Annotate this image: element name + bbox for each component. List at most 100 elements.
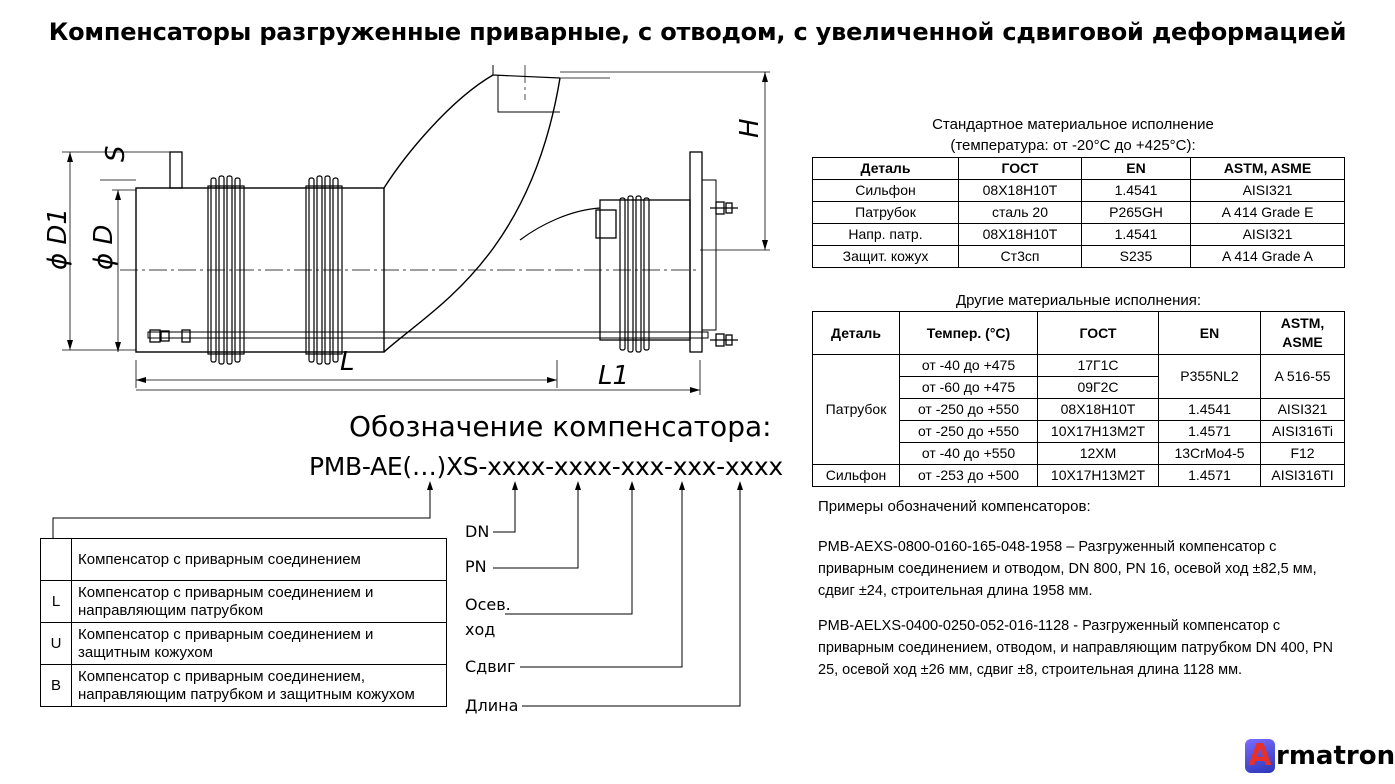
param-dn-label: DN xyxy=(465,522,490,541)
table-cell: 10Х17Н13М2Т xyxy=(1037,464,1159,487)
table-cell: AISI316Ti xyxy=(1260,420,1345,443)
table-cell: от -250 до +550 xyxy=(899,398,1038,421)
other-caption: Другие материальные исполнения: xyxy=(955,292,1202,309)
table-cell: AISI321 xyxy=(1260,398,1345,421)
table-cell: AISI316TI xyxy=(1260,464,1345,487)
table-row: Компенсатор с приварным соединением xyxy=(40,538,447,581)
dim-d-label: ϕ D xyxy=(89,225,119,270)
logo-text: rmatron xyxy=(1276,741,1395,771)
type-code: B xyxy=(40,664,72,707)
param-pn-label: PN xyxy=(465,557,487,576)
table-row: Сильфон 08Х18Н10Т 1.4541 AISI321 xyxy=(812,179,1345,202)
compensator-drawing: S ϕ D1 ϕ D H L L1 xyxy=(43,65,770,395)
table-row: U Компенсатор с приварным соединением и … xyxy=(40,622,447,665)
col-header: ГОСТ xyxy=(1037,311,1159,355)
table-cell: P265GH xyxy=(1081,201,1191,224)
table-cell: 08Х18Н10Т xyxy=(958,179,1082,202)
logo-letter-box: A xyxy=(1245,739,1275,773)
type-code xyxy=(40,538,72,581)
dim-l-label: L xyxy=(340,347,355,377)
table-cell: 1.4541 xyxy=(1158,398,1261,421)
table-cell: A 414 Grade A xyxy=(1190,245,1345,268)
table-row: L Компенсатор с приварным соединением и … xyxy=(40,580,447,623)
table-header-row: Деталь ГОСТ EN ASTM, ASME xyxy=(812,157,1345,180)
col-header: ГОСТ xyxy=(958,157,1082,180)
examples-heading: Примеры обозначений компенсаторов: xyxy=(818,498,1091,515)
table-row: B Компенсатор с приварным соединением, н… xyxy=(40,664,447,707)
table-cell: Ст3сп xyxy=(958,245,1082,268)
table-cell-merged-en: P355NL2 xyxy=(1158,354,1261,399)
col-header: Деталь xyxy=(812,311,900,355)
dim-l1-label: L1 xyxy=(598,361,629,391)
table-cell: от -40 до +550 xyxy=(899,442,1038,465)
armatron-logo: A rmatron xyxy=(1245,738,1395,774)
type-desc: Компенсатор с приварным соединением и за… xyxy=(71,622,447,665)
table-header-row: Деталь Темпер. (°С) ГОСТ EN ASTM, ASME xyxy=(812,311,1345,355)
table-cell-merged-astm: A 516-55 xyxy=(1260,354,1345,399)
table-cell: 17Г1С xyxy=(1037,354,1159,377)
table-cell: AISI321 xyxy=(1190,179,1345,202)
table-cell-patrubok: Патрубок xyxy=(812,354,900,465)
table-cell: от -250 до +550 xyxy=(899,420,1038,443)
table-row: Сильфон от -253 до +500 10Х17Н13М2Т 1.45… xyxy=(812,464,1345,487)
table-cell: 08Х18Н10Т xyxy=(958,223,1082,246)
table-cell: от -40 до +475 xyxy=(899,354,1038,377)
table-row: от -60 до +475 09Г2С xyxy=(813,376,1345,399)
type-desc: Компенсатор с приварным соединением и на… xyxy=(71,580,447,623)
table-cell: сталь 20 xyxy=(958,201,1082,224)
table-cell: Сильфон xyxy=(812,179,959,202)
table-row: от -250 до +550 10Х17Н13М2Т 1.4571 AISI3… xyxy=(813,420,1345,443)
dim-d1-label: ϕ D1 xyxy=(43,208,73,270)
table-cell: 09Г2С xyxy=(1037,376,1159,399)
designation-title: Обозначение компенсатора: xyxy=(349,410,772,443)
dim-s-label: S xyxy=(101,145,131,162)
table-cell: 12ХМ xyxy=(1037,442,1159,465)
table-cell: Напр. патр. xyxy=(812,223,959,246)
table-cell: 1.4571 xyxy=(1158,420,1261,443)
table-cell: 1.4541 xyxy=(1081,223,1191,246)
compensator-types-table: Компенсатор с приварным соединением L Ко… xyxy=(40,538,447,707)
col-header: EN xyxy=(1081,157,1191,180)
param-length-label: Длина xyxy=(465,696,519,715)
table-cell: AISI321 xyxy=(1190,223,1345,246)
col-header: Деталь xyxy=(812,157,959,180)
table-cell: Сильфон xyxy=(812,464,900,487)
table-cell: 1.4541 xyxy=(1081,179,1191,202)
type-code: U xyxy=(40,622,72,665)
standard-caption: Стандартное материальное исполнение (тем… xyxy=(812,114,1334,156)
page-title: Компенсаторы разгруженные приварные, с о… xyxy=(48,18,1347,46)
table-row: Патрубок сталь 20 P265GH A 414 Grade E xyxy=(812,201,1345,224)
example-paragraph: PMB-AEXS-0800-0160-165-048-1958 – Разгру… xyxy=(818,539,1317,599)
table-cell: F12 xyxy=(1260,442,1345,465)
other-materials-table: Деталь Темпер. (°С) ГОСТ EN ASTM, ASME П… xyxy=(812,311,1345,487)
table-cell: 13CrMo4-5 xyxy=(1158,442,1261,465)
param-axial-label-2: ход xyxy=(465,620,496,639)
param-shift-label: Сдвиг xyxy=(465,657,516,676)
table-row: Напр. патр. 08Х18Н10Т 1.4541 AISI321 xyxy=(812,223,1345,246)
col-header: ASTM, ASME xyxy=(1260,311,1345,355)
dim-h-label: H xyxy=(735,118,765,138)
param-axial-label-1: Осев. xyxy=(465,595,511,614)
example-paragraph: PMB-AELXS-0400-0250-052-016-1128 - Разгр… xyxy=(818,618,1333,678)
table-cell: 1.4571 xyxy=(1158,464,1261,487)
table-row: от -250 до +550 08Х18Н10Т 1.4541 AISI321 xyxy=(813,398,1345,421)
table-row: Патрубок от -40 до +475 17Г1С P355NL2 A … xyxy=(812,354,1345,465)
table-row: Защит. кожух Ст3сп S235 A 414 Grade A xyxy=(812,245,1345,268)
standard-materials-table: Деталь ГОСТ EN ASTM, ASME Сильфон 08Х18Н… xyxy=(812,157,1345,268)
type-code: L xyxy=(40,580,72,623)
col-header: EN xyxy=(1158,311,1261,355)
table-cell: Защит. кожух xyxy=(812,245,959,268)
table-row: от -40 до +550 12ХМ 13CrMo4-5 F12 xyxy=(813,442,1345,465)
table-cell: Патрубок xyxy=(812,201,959,224)
table-cell: S235 xyxy=(1081,245,1191,268)
type-desc: Компенсатор с приварным соединением xyxy=(71,538,447,581)
table-cell: от -253 до +500 xyxy=(899,464,1038,487)
standard-caption-line2: (температура: от -20°С до +425°С): xyxy=(950,137,1196,154)
designation-leader-lines xyxy=(52,481,743,707)
standard-caption-line1: Стандартное материальное исполнение xyxy=(932,116,1214,133)
table-cell: от -60 до +475 xyxy=(899,376,1038,399)
col-header: Темпер. (°С) xyxy=(899,311,1038,355)
type-desc: Компенсатор с приварным соединением, нап… xyxy=(71,664,447,707)
table-cell: 10Х17Н13М2Т xyxy=(1037,420,1159,443)
table-cell: A 414 Grade E xyxy=(1190,201,1345,224)
